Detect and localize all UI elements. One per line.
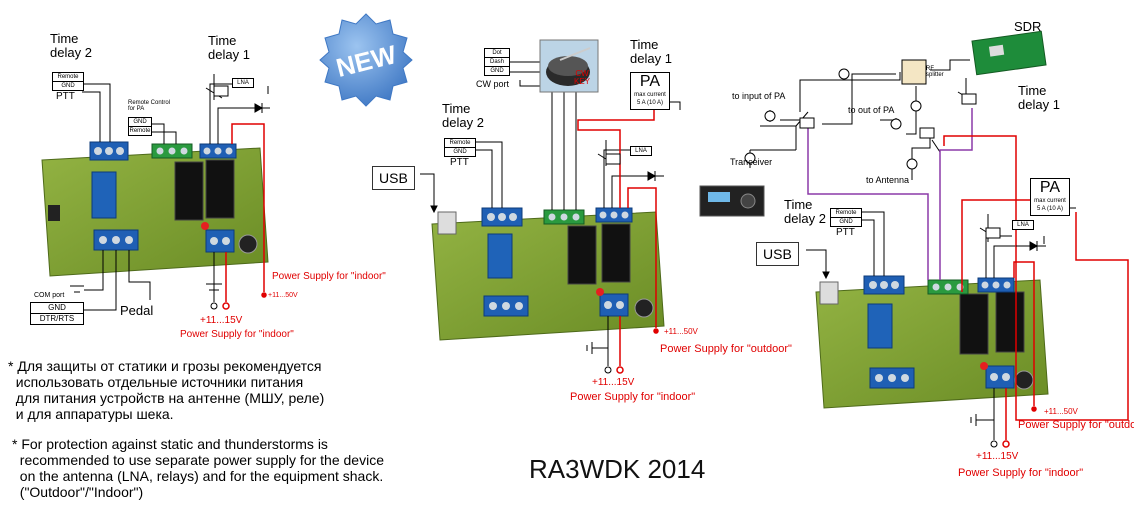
mid-ptt-box: Remote GND: [444, 138, 476, 157]
mid-ptt-label: PTT: [450, 157, 469, 168]
left-ptt-box: Remote GND: [52, 72, 84, 91]
right-time-delay-1: Time delay 1: [1018, 83, 1060, 112]
mid-pa-title: PA: [639, 73, 661, 90]
right-ptt-gnd: GND: [839, 219, 853, 225]
right-lna-box: LNA: [1012, 220, 1034, 230]
left-pedal-label: Pedal: [120, 303, 154, 318]
mid-time-delay-2: Time delay 2: [442, 101, 484, 130]
right-sdr-label: SDR: [1014, 19, 1042, 34]
right-usb-label: USB: [756, 242, 799, 266]
note-english: * For protection against static and thun…: [12, 436, 384, 500]
left-remote-remote: Remote: [129, 128, 151, 134]
right-ptt-remote: Remote: [831, 209, 861, 218]
left-ptt-remote: Remote: [53, 73, 83, 82]
left-remote-box: GND Remote: [128, 117, 152, 136]
board-right: [815, 275, 1049, 409]
mid-v-indoor: +11...15V: [592, 377, 635, 388]
right-lna-label: LNA: [1017, 222, 1029, 228]
cw-key-image: [539, 39, 599, 93]
mid-cw-dash: Dash: [485, 58, 509, 67]
mid-lna-label: LNA: [635, 148, 647, 154]
left-remote-gnd: GND: [129, 118, 151, 127]
right-ps-indoor: Power Supply for "indoor": [958, 467, 1084, 479]
mid-pa-current: 5 A (10 A): [636, 100, 664, 106]
mid-cw-port-label: CW port: [476, 79, 510, 89]
mid-ptt-gnd: GND: [453, 149, 467, 155]
left-ptt-label: PTT: [56, 91, 75, 102]
board-middle: [431, 207, 665, 341]
left-lna-box: LNA: [232, 78, 254, 88]
left-com-port-label: COM port: [34, 292, 65, 299]
left-com-dtr: DTR/RTS: [39, 314, 75, 323]
mid-lna-box: LNA: [630, 146, 652, 156]
mid-cw-key-label: CW KEY: [574, 69, 591, 87]
right-ps-outdoor: Power Supply for "outdoor": [1018, 419, 1134, 431]
right-rf-splitter: RF splitter: [926, 66, 944, 79]
right-pa-current: 5 A (10 A): [1036, 206, 1064, 212]
board-left: [41, 141, 269, 277]
right-v-indoor: +11...15V: [976, 451, 1019, 462]
left-ps-indoor: Power Supply for "indoor": [180, 329, 294, 340]
mid-ps-outdoor: Power Supply for "outdoor": [660, 343, 792, 355]
mid-cw-gnd: GND: [490, 68, 504, 74]
right-ptt-label: PTT: [836, 227, 855, 238]
left-remote-control-pa: Remote Control for PA: [128, 100, 171, 113]
new-badge: [319, 13, 413, 107]
right-pa-box: PA max current 5 A (10 A): [1030, 178, 1070, 216]
left-lna-label: LNA: [237, 80, 249, 86]
note-russian: * Для защиты от статики и грозы рекоменд…: [8, 358, 325, 422]
author-credit: RA3WDK 2014: [529, 454, 706, 484]
right-v-outdoor: +11...50V: [1044, 407, 1078, 416]
right-to-input-pa: to input of PA: [732, 91, 786, 101]
right-time-delay-2: Time delay 2: [784, 197, 826, 226]
left-time-delay-2: Time delay 2: [50, 31, 92, 60]
right-to-antenna: to Antenna: [866, 175, 910, 185]
mid-cw-dot: Dot: [485, 49, 509, 58]
mid-cw-box: Dot Dash GND: [484, 48, 510, 76]
mid-ptt-remote: Remote: [445, 139, 475, 148]
left-com-gnd: GND: [31, 303, 83, 314]
mid-usb-label: USB: [372, 166, 415, 190]
right-pa-title: PA: [1039, 179, 1061, 196]
left-com-box: GND DTR/RTS: [30, 302, 84, 325]
rf-splitter-box: [901, 59, 927, 85]
mid-pa-box: PA max current 5 A (10 A): [630, 72, 670, 110]
mid-ps-indoor: Power Supply for "indoor": [570, 391, 696, 403]
mid-v-outdoor: +11...50V: [664, 327, 698, 336]
right-tranceiver: Tranceiver: [730, 157, 773, 167]
right-to-out-pa: to out of PA: [848, 105, 895, 115]
left-v-indoor: +11...15V: [200, 315, 243, 326]
left-v-outdoor: +11...50V: [268, 292, 298, 299]
sdr-image: [971, 30, 1047, 76]
mid-pa-max: max current: [634, 92, 666, 98]
right-pa-max: max current: [1034, 198, 1066, 204]
right-ptt-box: Remote GND: [830, 208, 862, 227]
transceiver-image: [699, 185, 765, 217]
left-ps-indoor-top: Power Supply for "indoor": [272, 271, 386, 282]
mid-time-delay-1: Time delay 1: [630, 37, 672, 66]
left-ptt-gnd: GND: [61, 83, 75, 89]
left-time-delay-1: Time delay 1: [208, 33, 250, 62]
